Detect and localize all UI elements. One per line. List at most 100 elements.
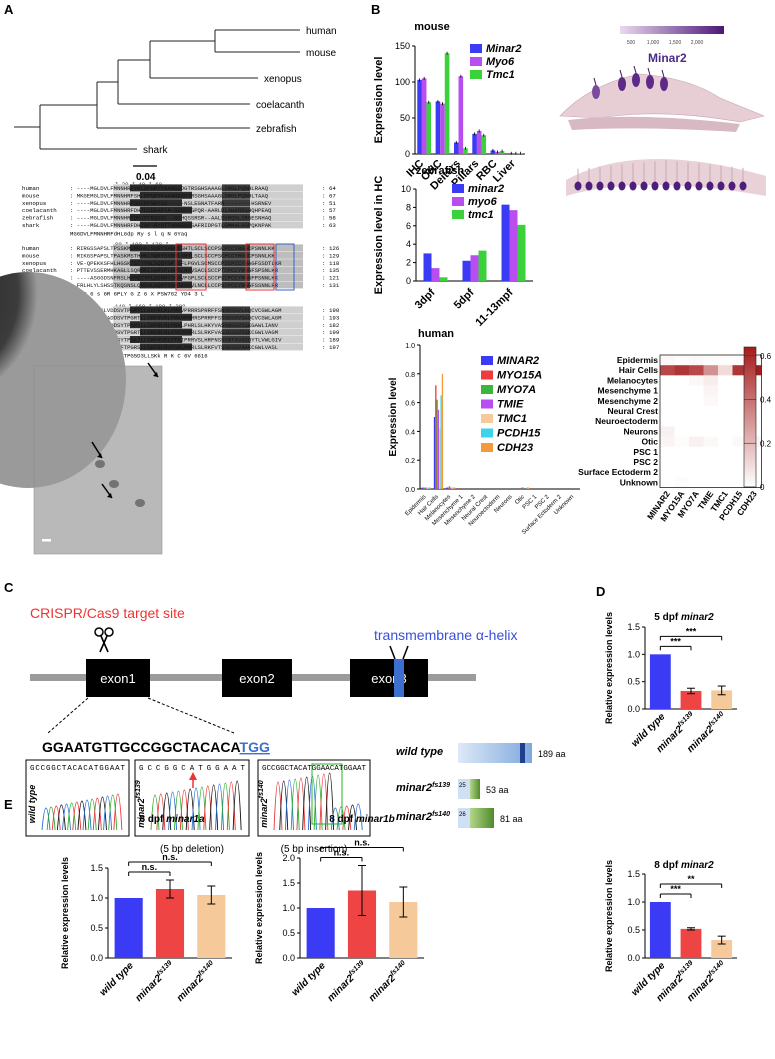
alignment-shading <box>113 336 303 343</box>
bar <box>470 255 479 281</box>
y-tick-label: 2.0 <box>282 853 295 863</box>
bar <box>435 385 437 489</box>
alignment-position: : 129 <box>322 252 340 259</box>
bar <box>450 487 452 489</box>
hair-cell-surface <box>662 181 670 191</box>
alignment-conserved-block <box>130 244 182 252</box>
chromatogram-peak <box>313 774 323 831</box>
alignment-shading <box>113 221 303 229</box>
y-axis-label: Relative expression levels <box>604 860 614 972</box>
protein-genotype: minar2fs139 <box>396 782 450 794</box>
chromatogram-peak <box>185 788 195 831</box>
chromatogram-genotype: minar2fs139 <box>135 780 146 828</box>
heatmap-cell <box>732 426 747 437</box>
bar <box>463 148 468 154</box>
bar <box>454 487 456 489</box>
motif-box-red <box>175 243 207 291</box>
stereocilia <box>593 77 597 86</box>
alignment-conserved-block <box>130 336 182 343</box>
alignment-sequence: : ----MGLDVLFMNNHRFDHIDTKQSSL--GSHQSSRSR… <box>70 215 272 222</box>
y-tick-label: 0.0 <box>90 953 103 963</box>
y-tick-label: 100 <box>395 77 410 87</box>
heatmap-cell <box>718 416 733 427</box>
x-tick-label: wild type <box>290 960 328 998</box>
alignment-position: : 64 <box>322 185 336 192</box>
chromatogram-peak <box>174 790 183 831</box>
y-tick-label: 2 <box>406 258 411 268</box>
micrograph-cluster <box>95 460 105 468</box>
heatmap-cell <box>703 375 718 386</box>
chromatogram-peak <box>87 798 97 831</box>
chromatogram-peak <box>203 785 213 831</box>
bar <box>197 895 226 958</box>
significance-label: *** <box>686 626 697 636</box>
taxon-label: coelacanth <box>256 100 304 111</box>
bar <box>522 487 524 489</box>
scissors-blade <box>99 635 108 653</box>
legend-swatch <box>481 385 493 394</box>
chromatogram-peak <box>179 789 189 831</box>
alignment-conserved-block <box>140 281 192 289</box>
heatmap-cell <box>732 355 747 366</box>
bar <box>711 690 733 709</box>
heatmap-cell <box>689 395 704 406</box>
y-axis-label: Expression level in HC <box>373 176 385 295</box>
heatmap-cell <box>703 467 718 478</box>
y-tick-label: 50 <box>400 113 410 123</box>
bar <box>428 487 430 489</box>
heatmap-cell <box>674 457 689 468</box>
heatmap-cell <box>703 416 718 427</box>
alignment-conserved-block <box>222 221 250 229</box>
y-tick-label: 6 <box>406 221 411 231</box>
alignment-sequence: : RIKGSPAPSLTPASKMSTHHKLSQRYSSGHLSHTLSCL… <box>70 252 275 259</box>
bar <box>501 204 510 281</box>
alignment-species: zebrafish <box>22 215 53 222</box>
heatmap-cell <box>718 436 733 447</box>
panel-letter-b: B <box>371 2 380 17</box>
hair-cell-surface <box>706 181 714 191</box>
alignment-species: mouse <box>22 192 40 199</box>
y-tick-label: 0 <box>406 276 411 286</box>
alignment-position: : 131 <box>322 282 340 289</box>
zoom-line <box>47 697 89 734</box>
heatmap-cell <box>732 436 747 447</box>
chromatogram-peak <box>156 793 166 831</box>
hair-cell <box>618 77 626 91</box>
alignment-conserved-block <box>222 206 250 214</box>
alignment-conserved-block <box>140 251 192 259</box>
colorscale-tick: 1,500 <box>669 40 682 46</box>
hair-cell-surface <box>651 181 659 191</box>
heatmap-row-label: Mesenchyme 1 <box>598 386 659 396</box>
alignment-species: human <box>22 245 39 252</box>
heatmap-cell <box>718 406 733 417</box>
alignment-sequence: : ----MGLDVLFMNNHRFDHIDSEKAPYA-GSDDSGPQR… <box>70 207 272 214</box>
bar <box>422 487 425 489</box>
alignment-shading <box>113 214 303 221</box>
x-tick-label: wild type <box>98 960 136 998</box>
bar <box>441 373 444 489</box>
legend-swatch <box>481 443 493 452</box>
bar <box>476 130 482 154</box>
alignment-consensus: 6 d F 6 s 6R 6PLY G Z 6 X PSW762 YD4 3 L <box>70 290 204 297</box>
alignment-position: : 58 <box>322 215 336 222</box>
crispr-label: CRISPR/Cas9 target site <box>30 605 185 621</box>
y-tick-label: 0.5 <box>90 923 103 933</box>
legend-swatch <box>470 57 482 66</box>
bar <box>472 133 477 154</box>
heatmap-cell <box>674 436 689 447</box>
panel-letter-d: D <box>596 584 605 599</box>
alignment-position: : 121 <box>322 275 340 282</box>
bar <box>421 487 423 489</box>
x-tick-label: minar2fs140 <box>174 960 218 1004</box>
y-axis-label: Relative expression levels <box>254 852 264 964</box>
alignment-conserved-block <box>222 214 250 221</box>
bar <box>490 150 496 154</box>
alignment-sequence: : RIRGSSAPSLTPSSKMSMHHKLSQRYSAGHLSHTLSCL… <box>70 245 275 252</box>
heatmap-row-label: Neural Crest <box>607 406 658 416</box>
bar <box>155 889 185 958</box>
chromatogram-peak <box>319 773 329 831</box>
alignment-sequence: : SGELPSNSLMDDSYTPGRTLLSKFRLRLPNKLPHRLSL… <box>70 322 279 329</box>
heatmap-cell <box>689 416 704 427</box>
protein-length: 81 aa <box>500 814 523 824</box>
